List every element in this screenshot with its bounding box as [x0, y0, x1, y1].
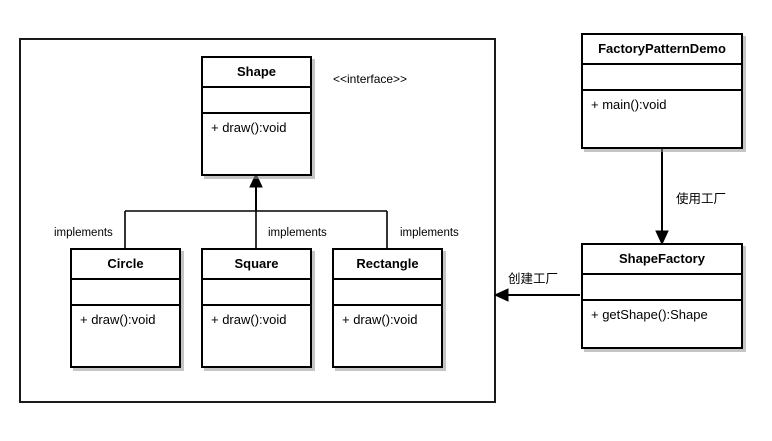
class-operations-circle: + draw():void [72, 306, 179, 366]
class-operations-shape-factory: + getShape():Shape [583, 301, 741, 347]
class-name-rectangle: Rectangle [334, 250, 441, 280]
class-operations-rectangle: + draw():void [334, 306, 441, 366]
operation-shape-draw: + draw():void [211, 120, 287, 135]
operation-square-draw: + draw():void [211, 312, 287, 327]
class-box-shape[interactable]: Shape + draw():void [201, 56, 312, 176]
shape-package-group [19, 38, 496, 403]
operation-shape-factory-get-shape: + getShape():Shape [591, 307, 708, 322]
class-name-square: Square [203, 250, 310, 280]
class-attributes-circle [72, 280, 179, 306]
edge-label-creates-factory: 创建工厂 [508, 271, 559, 286]
class-box-circle[interactable]: Circle + draw():void [70, 248, 181, 368]
creates-factory-connector [493, 288, 580, 302]
class-box-factory-pattern-demo[interactable]: FactoryPatternDemo + main():void [581, 33, 743, 149]
class-attributes-shape [203, 88, 310, 114]
class-attributes-square [203, 280, 310, 306]
class-name-shape: Shape [203, 58, 310, 88]
operation-factory-pattern-demo-main: + main():void [591, 97, 667, 112]
edge-label-implements-rectangle: implements [400, 227, 459, 239]
operation-rectangle-draw: + draw():void [342, 312, 418, 327]
uses-factory-connector [655, 149, 669, 246]
class-name-circle: Circle [72, 250, 179, 280]
class-operations-shape: + draw():void [203, 114, 310, 174]
operation-circle-draw: + draw():void [80, 312, 156, 327]
class-name-factory-pattern-demo: FactoryPatternDemo [583, 35, 741, 65]
class-name-shape-factory: ShapeFactory [583, 245, 741, 275]
class-attributes-rectangle [334, 280, 441, 306]
class-operations-factory-pattern-demo: + main():void [583, 91, 741, 147]
class-box-rectangle[interactable]: Rectangle + draw():void [332, 248, 443, 368]
class-attributes-shape-factory [583, 275, 741, 301]
edge-label-uses-factory: 使用工厂 [676, 191, 727, 206]
class-operations-square: + draw():void [203, 306, 310, 366]
edge-label-implements-square: implements [268, 227, 327, 239]
interface-stereotype-label: <<interface>> [333, 72, 408, 86]
edge-label-implements-circle: implements [54, 227, 113, 239]
class-attributes-factory-pattern-demo [583, 65, 741, 91]
class-box-shape-factory[interactable]: ShapeFactory + getShape():Shape [581, 243, 743, 349]
class-box-square[interactable]: Square + draw():void [201, 248, 312, 368]
